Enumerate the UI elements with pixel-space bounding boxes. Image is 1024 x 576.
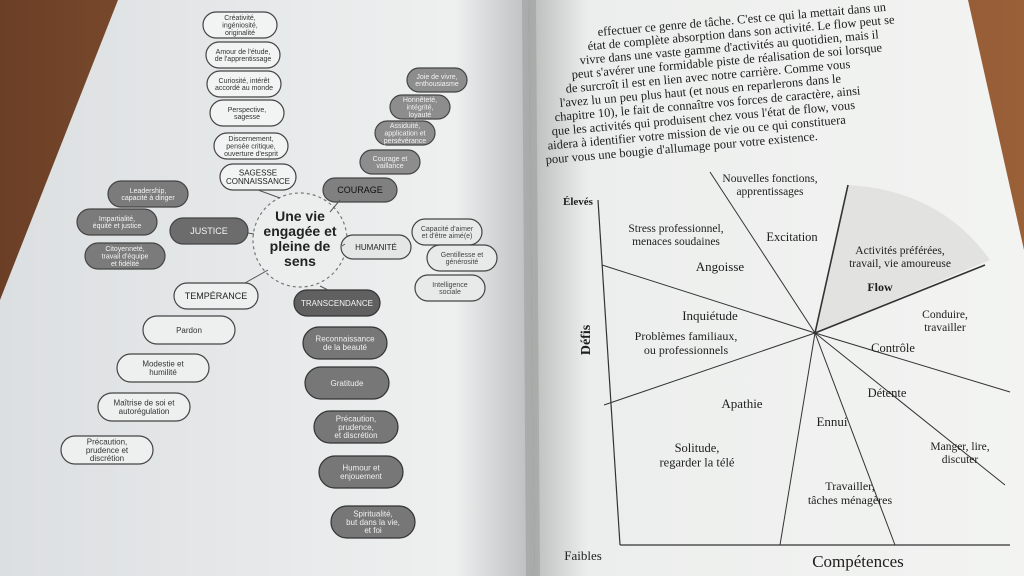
svg-text:HUMANITÉ: HUMANITÉ <box>355 243 397 252</box>
svg-text:COURAGE: COURAGE <box>337 185 383 195</box>
sagesse-item: Créativité,ingéniosité,originalité <box>202 11 278 39</box>
zone-angoisse: Angoisse <box>696 259 745 274</box>
zone-divider <box>814 184 849 334</box>
virtue-transcendance: TRANSCENDANCE <box>293 289 381 317</box>
flow-zone <box>815 185 990 333</box>
justice-item: Leadership,capacité à diriger <box>107 180 189 208</box>
temperance-item: Pardon <box>142 315 236 345</box>
zone-solitude: Solitude,regarder la télé <box>660 441 735 469</box>
zone-travailler: Travailler,tâches ménagères <box>808 479 893 507</box>
zone-divider <box>814 332 1006 486</box>
x-axis-title: Compétences <box>812 552 904 571</box>
zone-inquietude: Inquiétude <box>682 308 738 323</box>
svg-text:Précaution,prudence,et discrét: Précaution,prudence,et discrétion <box>334 414 377 440</box>
zone-apathie: Apathie <box>721 396 762 411</box>
zone-stress: Stress professionnel,menaces soudaines <box>628 223 723 248</box>
svg-text:TEMPÉRANCE: TEMPÉRANCE <box>185 291 248 301</box>
zone-detente: Détente <box>868 386 907 400</box>
svg-text:Impartialité,équité et justice: Impartialité,équité et justice <box>93 216 142 230</box>
courage-item: Honnêteté,intégrité,loyauté <box>389 94 451 120</box>
svg-text:Honnêteté,intégrité,loyauté: Honnêteté,intégrité,loyauté <box>403 97 437 119</box>
virtue-justice: JUSTICE <box>169 217 249 245</box>
svg-text:Amour de l'étude,de l'apprenti: Amour de l'étude,de l'apprentissage <box>215 49 272 63</box>
virtue-humanite: HUMANITÉ <box>340 234 412 260</box>
y-axis-high-label: Élevés <box>563 196 594 208</box>
zone-divider <box>603 332 816 406</box>
courage-item: Joie de vivre,enthousiasme <box>406 67 468 93</box>
svg-text:Perspective,sagesse: Perspective,sagesse <box>228 107 267 121</box>
virtue-temperance: TEMPÉRANCE <box>173 282 259 310</box>
svg-text:Gratitude: Gratitude <box>331 379 364 388</box>
book-gutter <box>522 0 540 576</box>
zone-excitation: Excitation <box>766 230 818 244</box>
right-page <box>528 0 1024 576</box>
zone-flow: Flow <box>867 280 893 294</box>
y-axis <box>597 199 621 546</box>
zone-problemes: Problèmes familiaux,ou professionnels <box>635 329 738 357</box>
zone-manger: Manger, lire,discuter <box>930 441 989 466</box>
svg-text:Discernement,pensée critique,o: Discernement,pensée critique,ouverture d… <box>224 136 278 158</box>
zone-nouvelles-fonctions: Nouvelles fonctions,apprentissages <box>722 173 817 198</box>
x-axis-low-label: Faibles <box>564 548 602 563</box>
svg-text:Joie de vivre,enthousiasme: Joie de vivre,enthousiasme <box>415 74 459 88</box>
transcendance-item: Spiritualité,but dans la vie,et foi <box>330 505 416 539</box>
sagesse-item: Discernement,pensée critique,ouverture d… <box>213 132 289 160</box>
zone-divider <box>709 171 816 334</box>
sagesse-item: Amour de l'étude,de l'apprentissage <box>205 41 281 69</box>
svg-text:Pardon: Pardon <box>176 326 202 335</box>
svg-text:Spiritualité,but dans la vie,e: Spiritualité,but dans la vie,et foi <box>346 509 400 535</box>
zone-ennui: Ennui <box>816 414 847 429</box>
svg-text:TRANSCENDANCE: TRANSCENDANCE <box>301 299 373 308</box>
virtue-courage: COURAGE <box>322 177 398 203</box>
zone-divider <box>814 332 1011 393</box>
zone-divider <box>601 264 816 334</box>
transcendance-item: Précaution,prudence,et discrétion <box>313 410 399 444</box>
svg-text:JUSTICE: JUSTICE <box>190 226 228 236</box>
justice-item: Impartialité,équité et justice <box>76 208 158 236</box>
zone-divider <box>814 264 986 334</box>
zone-activites-preferees: Activités préférées,travail, vie amoureu… <box>849 245 951 270</box>
svg-text:Leadership,capacité à diriger: Leadership,capacité à diriger <box>121 188 175 202</box>
zone-divider <box>814 332 896 546</box>
zone-controle: Contrôle <box>871 341 915 355</box>
sagesse-item: Perspective,sagesse <box>209 99 285 127</box>
zone-divider <box>779 332 816 546</box>
svg-text:Créativité,ingéniosité,origina: Créativité,ingéniosité,originalité <box>222 15 257 37</box>
transcendance-item: Gratitude <box>304 366 390 400</box>
zone-conduire: Conduire,travailler <box>922 309 968 334</box>
y-axis-title: Défis <box>579 324 594 355</box>
